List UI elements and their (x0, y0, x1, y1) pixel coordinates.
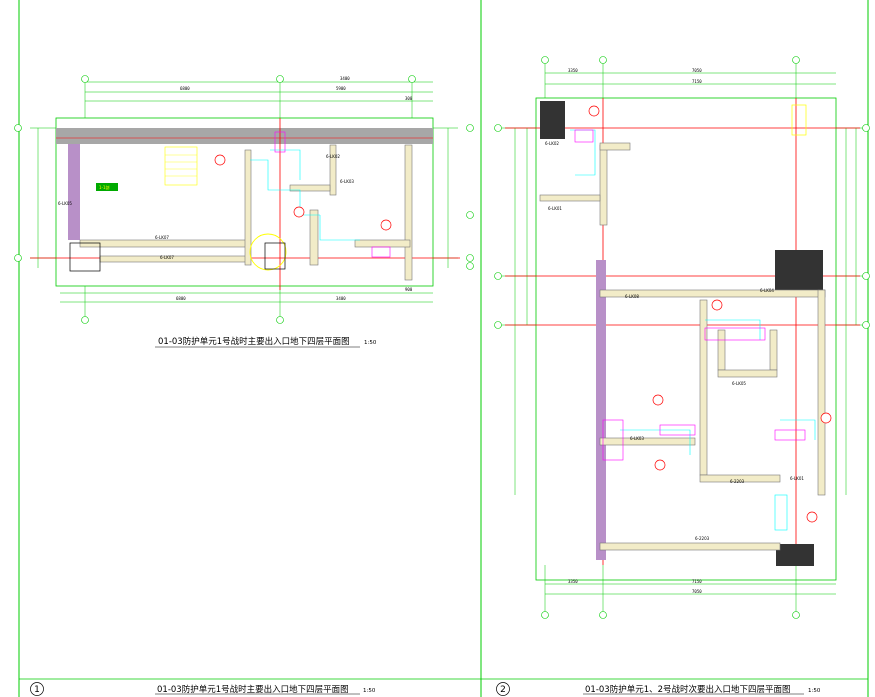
svg-text:7050: 7050 (692, 68, 702, 73)
svg-text:900: 900 (405, 287, 413, 292)
plan1-left-wall-hatch (68, 144, 80, 240)
plan1-stairs (164, 146, 198, 186)
svg-text:6-2203: 6-2203 (695, 536, 710, 541)
svg-text:1:50: 1:50 (808, 688, 821, 694)
svg-text:3350: 3350 (568, 579, 578, 584)
plan1-dimensions-bottom: 6800 3400 900 (60, 286, 433, 320)
svg-text:6-2203: 6-2203 (730, 479, 745, 484)
column-block-1 (540, 101, 565, 139)
svg-text:5900: 5900 (336, 86, 346, 91)
plan1-boundary (55, 117, 434, 287)
plan1-labels: 1-1剖 6-LK07 6-LK07 6-LK02 6-LK05 6-LK03 (58, 154, 354, 260)
plan1-callouts (214, 154, 392, 231)
plan2-callouts (588, 105, 832, 523)
svg-text:6-LK03: 6-LK03 (340, 179, 354, 184)
plan2-left-wall-hatch (596, 260, 606, 560)
svg-text:6-LK05: 6-LK05 (732, 381, 746, 386)
svg-text:6-LK07: 6-LK07 (155, 235, 169, 240)
svg-text:1: 1 (34, 685, 40, 695)
svg-text:300: 300 (405, 96, 413, 101)
svg-text:7150: 7150 (692, 579, 702, 584)
svg-text:1:50: 1:50 (364, 340, 377, 346)
svg-text:6-LK04: 6-LK04 (760, 288, 774, 293)
plan1-axis-markers (14, 75, 474, 324)
plan1-pipes (250, 131, 391, 258)
svg-text:3400: 3400 (340, 76, 350, 81)
plan2-labels: 6-LK08 6-LK04 6-LK05 6-LK03 6-LK01 6-220… (545, 141, 804, 541)
svg-text:6-LK01: 6-LK01 (548, 206, 562, 211)
svg-text:6-LK07: 6-LK07 (160, 255, 174, 260)
sheet-frame (18, 0, 869, 697)
plan1-caption: 01-03防护单元1号战时主要出入口地下四层平面图 1:50 (155, 336, 377, 348)
svg-text:6-LK03: 6-LK03 (630, 436, 644, 441)
svg-text:01-03防护单元1号战时主要出入口地下四层平面图: 01-03防护单元1号战时主要出入口地下四层平面图 (157, 684, 349, 695)
svg-text:7050: 7050 (692, 589, 702, 594)
panel2-title-block: 2 01-03防护单元1、2号战时次要出入口地下四层平面图 1:50 (496, 682, 821, 696)
svg-text:6-LK01: 6-LK01 (790, 476, 804, 481)
svg-text:6800: 6800 (180, 86, 190, 91)
svg-text:3350: 3350 (568, 68, 578, 73)
plan1-top-slab (56, 128, 433, 144)
plan2-dimensions-bottom: 3350 7150 7050 (541, 565, 836, 619)
svg-text:3400: 3400 (336, 296, 346, 301)
plan-2: 3350 7050 7150 3350 7150 7050 (494, 56, 870, 619)
plan2-boundary (535, 97, 837, 581)
plan2-dimensions-side (494, 124, 870, 495)
column-block-2 (775, 250, 823, 294)
svg-text:1:50: 1:50 (363, 688, 376, 694)
svg-text:2: 2 (500, 685, 506, 695)
plan-1: 3400 6800 5900 300 6800 3400 900 (14, 75, 474, 348)
plan2-pipes (570, 104, 816, 531)
svg-text:6800: 6800 (176, 296, 186, 301)
svg-text:7150: 7150 (692, 79, 702, 84)
svg-text:01-03防护单元1、2号战时次要出入口地下四层平面图: 01-03防护单元1、2号战时次要出入口地下四层平面图 (585, 684, 791, 695)
svg-text:01-03防护单元1号战时主要出入口地下四层平面图: 01-03防护单元1号战时主要出入口地下四层平面图 (158, 336, 350, 347)
svg-text:6-LK02: 6-LK02 (326, 154, 340, 159)
svg-text:1-1剖: 1-1剖 (99, 184, 110, 190)
column-block-3 (776, 544, 814, 566)
panel1-title-block: 1 01-03防护单元1号战时主要出入口地下四层平面图 1:50 (30, 682, 376, 696)
svg-text:6-LK08: 6-LK08 (625, 294, 639, 299)
plan1-dimensions-top: 3400 6800 5900 300 (84, 76, 433, 118)
plan2-dimensions-top: 3350 7050 7150 (541, 56, 836, 98)
svg-text:6-LK02: 6-LK02 (545, 141, 559, 146)
svg-text:6-LK05: 6-LK05 (58, 201, 72, 206)
